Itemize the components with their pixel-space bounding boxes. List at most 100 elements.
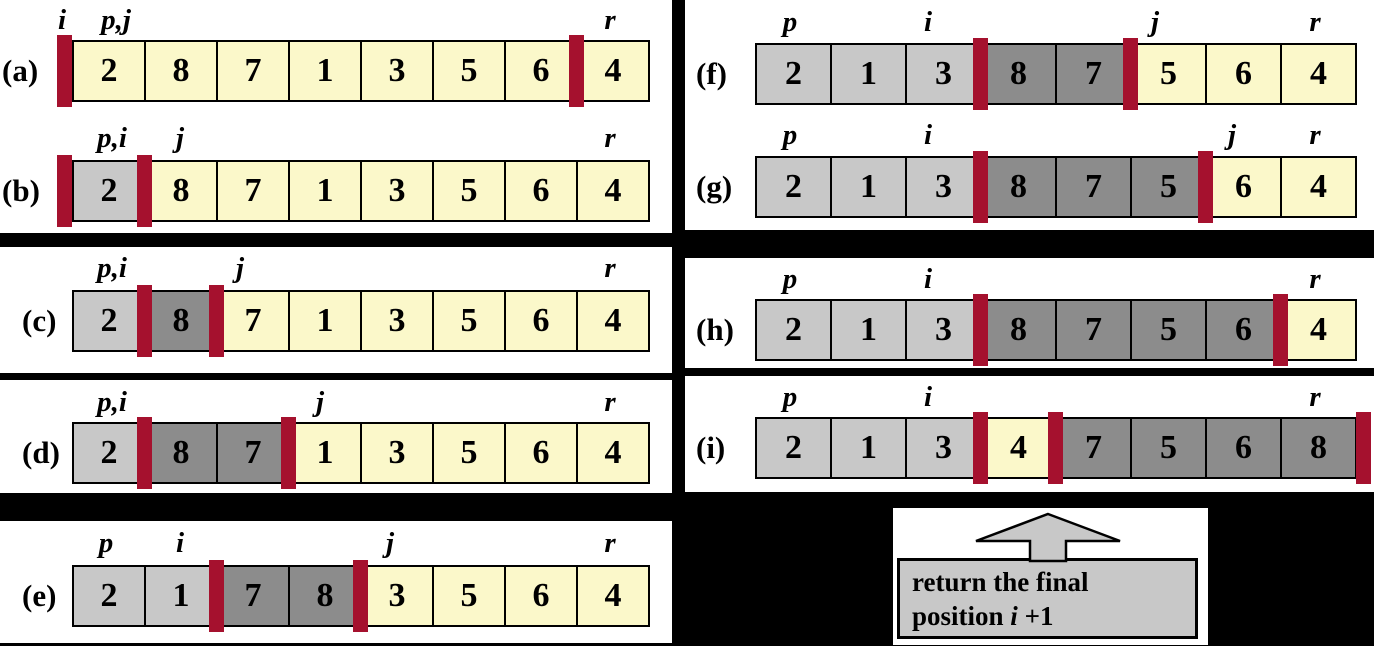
index-marker-r: r <box>604 122 616 154</box>
index-marker-i: i <box>923 6 933 38</box>
index-marker-i: i <box>923 381 933 413</box>
row-letter-h: (h) <box>696 312 734 347</box>
row-letter-e: (e) <box>22 578 57 613</box>
array-cell: 3 <box>905 156 982 218</box>
partition-bar <box>56 35 72 107</box>
partition-bar <box>972 151 988 223</box>
array-cell: 1 <box>288 40 362 102</box>
partition-bar <box>1122 38 1138 110</box>
index-marker-p: p <box>782 119 798 151</box>
array-cell: 4 <box>1280 299 1357 361</box>
array-cell: 8 <box>144 290 218 352</box>
index-marker-j: j <box>315 386 325 418</box>
index-marker-p: p <box>782 263 798 295</box>
array-cell: 6 <box>1205 156 1282 218</box>
array-cell: 6 <box>1205 299 1282 361</box>
array-cell: 4 <box>576 565 650 627</box>
array-cell: 4 <box>576 290 650 352</box>
index-marker-r: r <box>1309 263 1321 295</box>
array-cell: 7 <box>1055 43 1132 105</box>
index-marker-p: p <box>782 381 798 413</box>
index-marker-i: i <box>57 4 67 36</box>
array-cell: 2 <box>72 160 146 222</box>
array-cell: 8 <box>980 299 1057 361</box>
array-cell: 1 <box>288 160 362 222</box>
array-cell: 2 <box>755 43 832 105</box>
index-marker-i: i <box>923 263 933 295</box>
array-cell: 3 <box>905 299 982 361</box>
partition-bar <box>1047 412 1063 484</box>
array-cell: 3 <box>360 290 434 352</box>
row-letter-b: (b) <box>2 173 40 208</box>
panel-return-note: return the final position i +1 <box>893 508 1208 645</box>
index-marker-r: r <box>604 252 616 284</box>
array-cell: 5 <box>432 40 506 102</box>
array-cell: 1 <box>830 299 907 361</box>
array-cell: 6 <box>1205 417 1282 479</box>
array-cell: 6 <box>1205 43 1282 105</box>
array-cell: 5 <box>432 422 506 484</box>
array-cell: 8 <box>144 160 218 222</box>
partition-bar <box>352 560 368 632</box>
up-arrow-icon <box>975 512 1121 563</box>
index-marker-r: r <box>1309 119 1321 151</box>
array-cell: 8 <box>144 40 218 102</box>
array-cell: 3 <box>360 565 434 627</box>
array-cell: 7 <box>216 565 290 627</box>
array-cell: 4 <box>1280 156 1357 218</box>
partition-bar <box>136 155 152 227</box>
partition-bar <box>1355 412 1371 484</box>
array-cell: 5 <box>1130 43 1207 105</box>
array-cell: 7 <box>216 290 290 352</box>
array-cell: 7 <box>216 422 290 484</box>
array-cell: 8 <box>144 422 218 484</box>
array-cell: 3 <box>360 422 434 484</box>
row-letter-g: (g) <box>696 169 733 204</box>
partition-bar <box>136 417 152 489</box>
index-marker-i: i <box>923 119 933 151</box>
array-cell: 1 <box>288 290 362 352</box>
array-cell: 1 <box>830 156 907 218</box>
array-cell: 1 <box>288 422 362 484</box>
return-note-i-symbol: i <box>1010 601 1018 631</box>
index-marker-p-i: p,i <box>97 122 127 154</box>
return-note-box: return the final position i +1 <box>897 558 1198 639</box>
row-letter-i: (i) <box>696 430 726 465</box>
partition-bar <box>208 285 224 357</box>
index-marker-j: j <box>235 252 245 284</box>
array-cell: 7 <box>216 160 290 222</box>
array-cell: 8 <box>288 565 362 627</box>
array-cell: 4 <box>980 417 1057 479</box>
array-cell: 8 <box>1280 417 1357 479</box>
partition-bar <box>280 417 296 489</box>
index-marker-p: p <box>782 6 798 38</box>
array-cell: 7 <box>216 40 290 102</box>
index-marker-p: p <box>98 527 114 559</box>
index-marker-r: r <box>604 386 616 418</box>
partition-bar <box>56 155 72 227</box>
array-cell: 3 <box>905 417 982 479</box>
array-cell: 6 <box>504 422 578 484</box>
index-marker-j: j <box>1150 6 1160 38</box>
array-cell: 4 <box>576 422 650 484</box>
array-cell: 6 <box>504 290 578 352</box>
array-cell: 2 <box>755 299 832 361</box>
array-cell: 4 <box>576 40 650 102</box>
partition-bar <box>1272 294 1288 366</box>
array-cell: 5 <box>432 160 506 222</box>
index-marker-r: r <box>604 527 616 559</box>
array-cell: 5 <box>1130 299 1207 361</box>
array-cell: 8 <box>980 43 1057 105</box>
partition-bar <box>136 285 152 357</box>
array-cell: 6 <box>504 40 578 102</box>
return-note-line2: position <box>912 601 1011 631</box>
array-cell: 8 <box>980 156 1057 218</box>
row-letter-c: (c) <box>22 303 57 338</box>
partition-bar <box>208 560 224 632</box>
array-cell: 5 <box>432 565 506 627</box>
row-letter-d: (d) <box>22 435 60 470</box>
partition-bar <box>972 38 988 110</box>
array-cell: 1 <box>144 565 218 627</box>
index-marker-p-i: p,i <box>97 252 127 284</box>
